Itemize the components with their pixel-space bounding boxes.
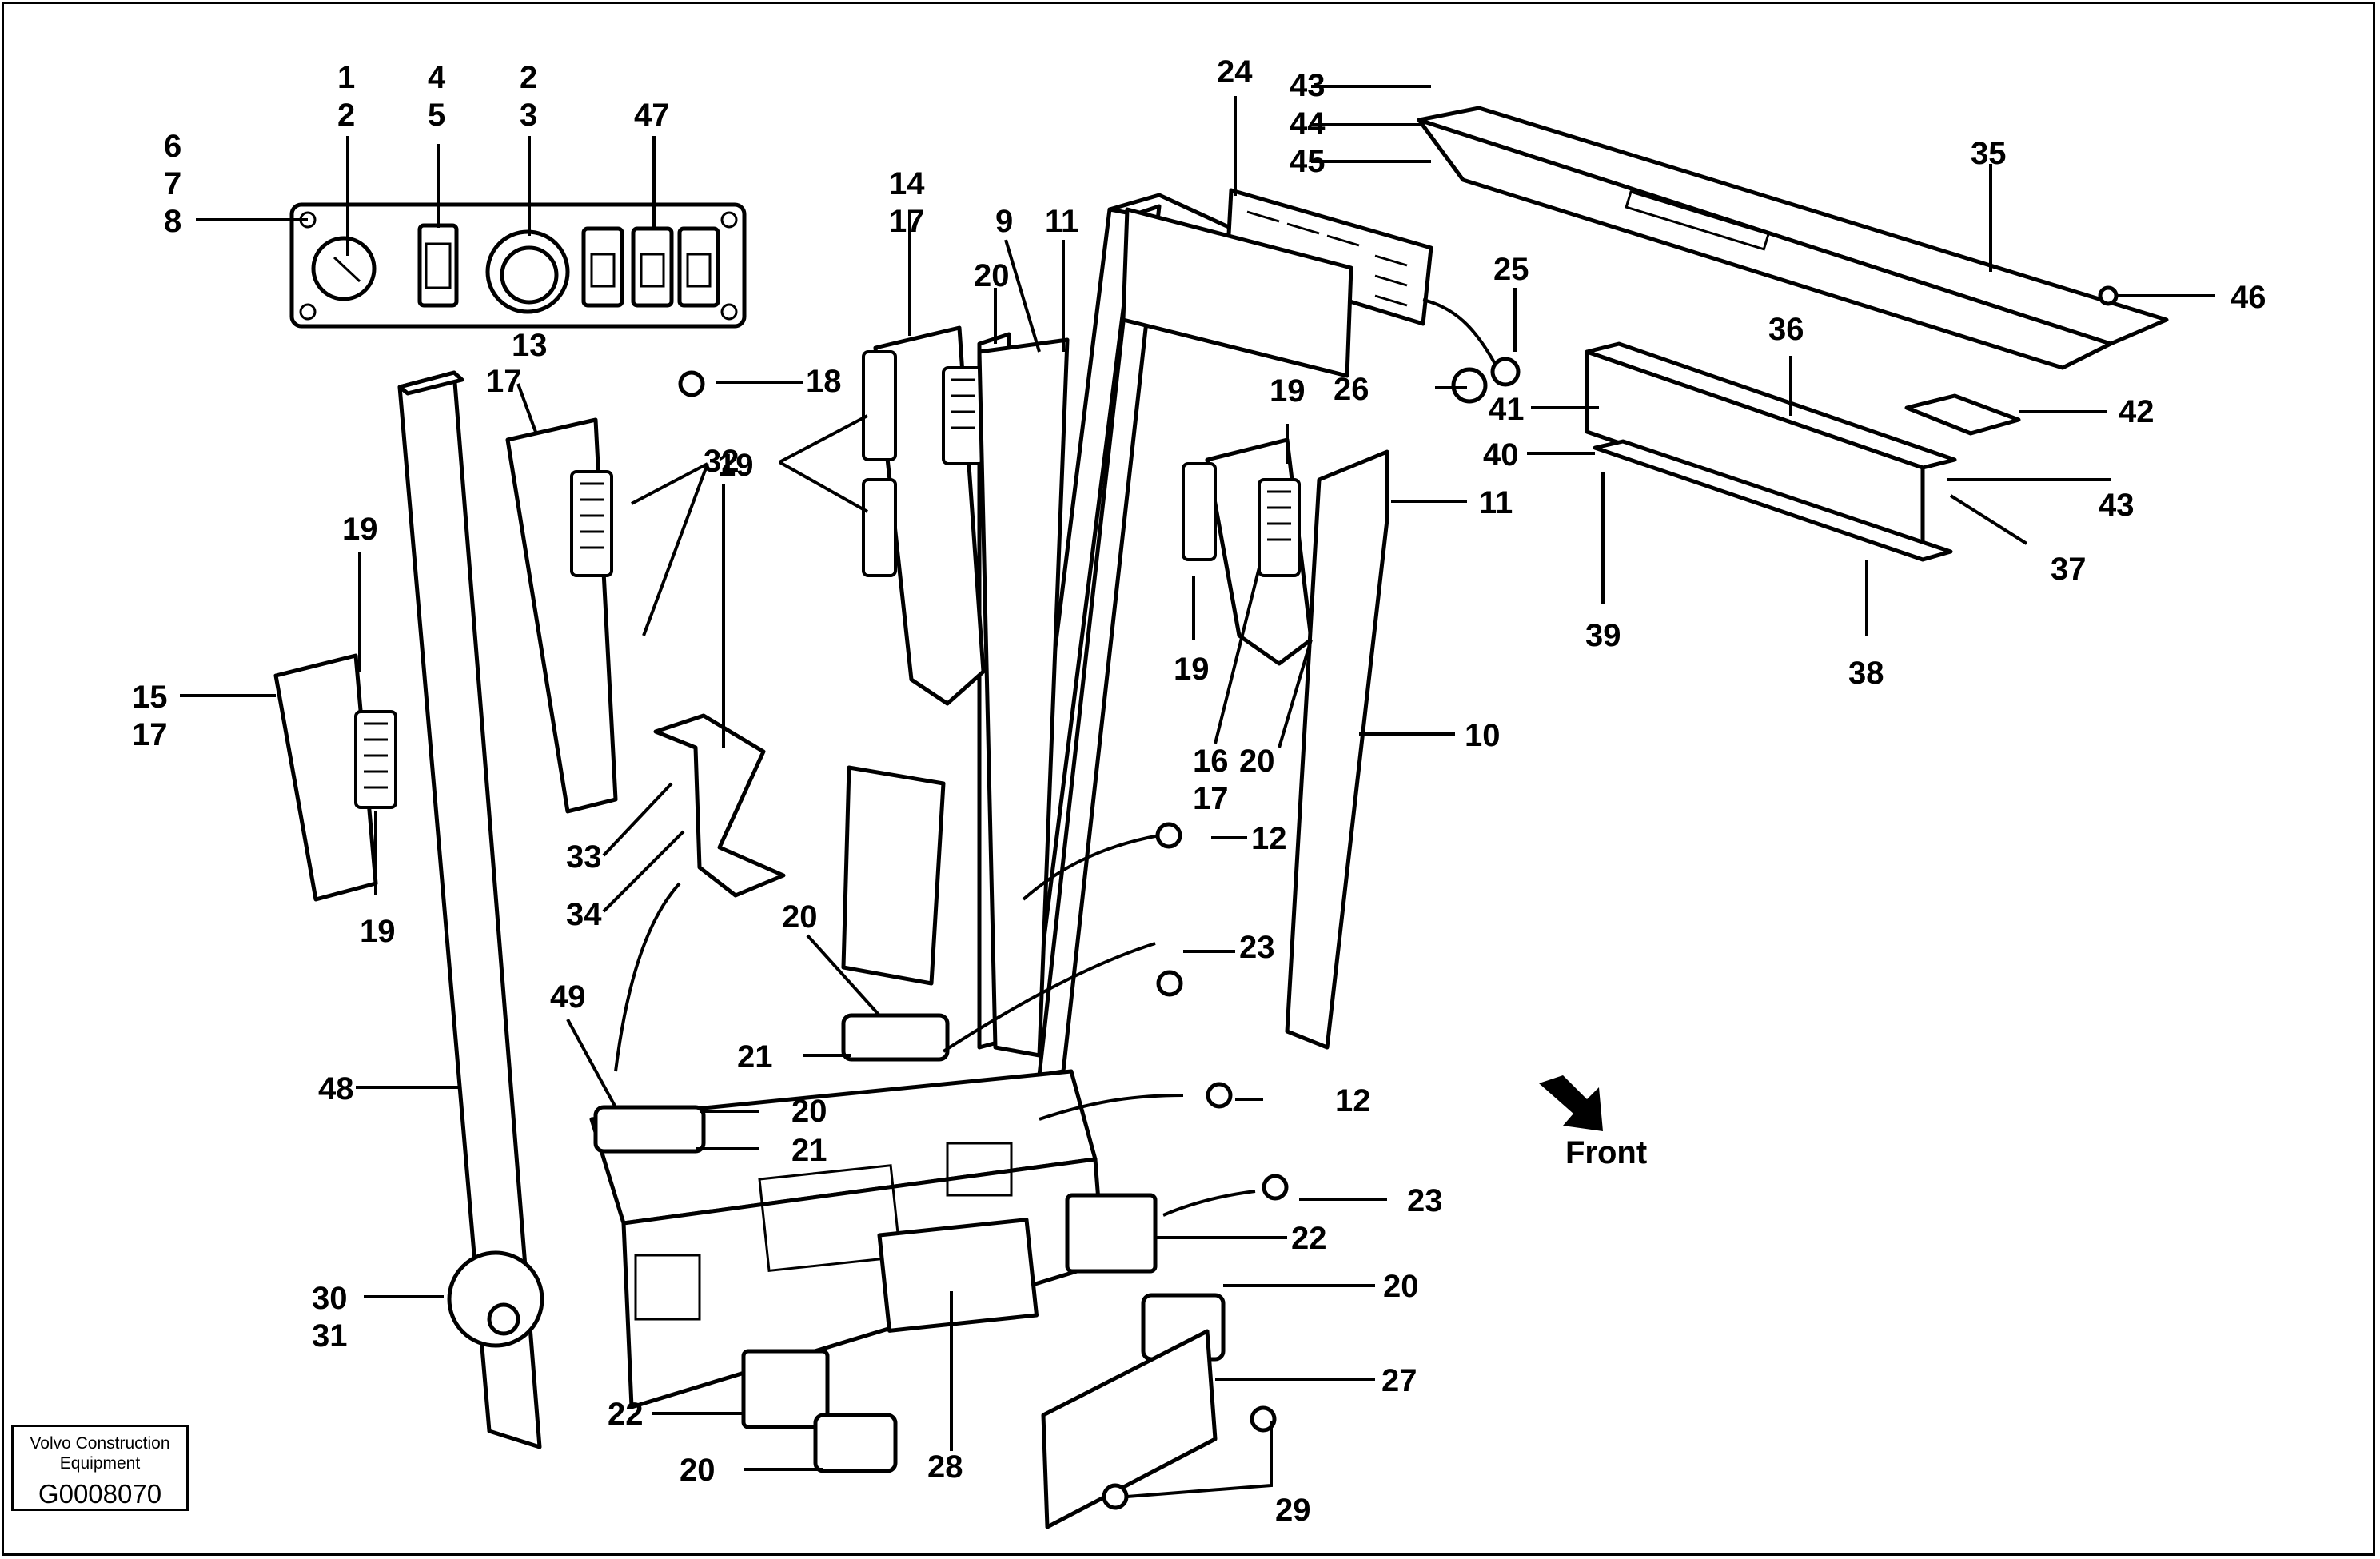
filter-assembly <box>1585 341 2021 562</box>
callout-36: 36 <box>1768 312 1804 347</box>
callout-17c: 17 <box>132 717 168 752</box>
callout-28: 28 <box>927 1449 963 1485</box>
callout-45: 45 <box>1290 144 1326 179</box>
side-trim <box>977 337 1389 1058</box>
callout-17a: 17 <box>889 204 925 239</box>
callout-5: 5 <box>428 98 445 133</box>
callout-6: 6 <box>164 129 181 164</box>
callout-17b: 17 <box>486 364 522 399</box>
callout-22a: 22 <box>1291 1221 1327 1256</box>
upper-vent-housing <box>862 325 986 706</box>
leader-lines <box>180 85 2215 1498</box>
callout-20c: 20 <box>782 899 818 935</box>
callout-11a: 11 <box>1045 204 1078 239</box>
callout-37: 37 <box>2051 552 2087 587</box>
callout-19b: 19 <box>1270 373 1306 409</box>
callout-20b: 20 <box>1239 744 1275 779</box>
callout-19e: 19 <box>1174 652 1210 687</box>
callout-19c: 19 <box>342 512 378 547</box>
callout-2: 2 <box>337 98 355 133</box>
callout-43b: 43 <box>2099 488 2135 523</box>
callout-22b: 22 <box>608 1397 644 1432</box>
callout-1: 1 <box>337 60 355 95</box>
callout-21a: 21 <box>737 1039 773 1075</box>
callout-labels: 1 2 4 5 2 3 47 6 7 8 13 24 43 44 45 35 4… <box>132 54 2266 1528</box>
callout-21b: 21 <box>791 1133 827 1168</box>
lower-panel <box>447 1069 1106 1409</box>
callout-18: 18 <box>806 364 842 399</box>
callout-43a: 43 <box>1290 68 1326 103</box>
callout-23b: 23 <box>1407 1183 1443 1218</box>
callout-12a: 12 <box>1251 821 1287 856</box>
left-vent-housing <box>273 653 397 902</box>
callout-44: 44 <box>1290 106 1326 142</box>
roof-channel <box>1417 106 2169 370</box>
callout-7: 7 <box>164 166 181 201</box>
callout-17d: 17 <box>1193 781 1229 816</box>
front-label: Front <box>1565 1135 1647 1170</box>
callout-27: 27 <box>1381 1363 1417 1398</box>
small-parts <box>593 285 2119 1529</box>
caption-company: Volvo Construction <box>30 1434 170 1453</box>
callout-31: 31 <box>312 1318 348 1354</box>
callout-3: 3 <box>520 98 537 133</box>
left-post <box>397 370 542 1449</box>
callout-20e: 20 <box>1383 1269 1419 1304</box>
top-vent-duct <box>1121 188 1433 378</box>
callout-38: 38 <box>1848 656 1884 691</box>
callout-47: 47 <box>634 98 670 133</box>
callout-4: 4 <box>428 60 446 95</box>
callout-42: 42 <box>2119 394 2155 429</box>
front-arrow <box>1539 1075 1603 1131</box>
callout-46: 46 <box>2231 280 2266 315</box>
callout-12b: 12 <box>1335 1083 1371 1118</box>
callout-9: 9 <box>995 204 1013 239</box>
caption-figure-code: G0008070 <box>38 1479 162 1509</box>
callout-15: 15 <box>132 680 168 715</box>
callout-19a: 19 <box>718 448 754 483</box>
callout-25: 25 <box>1493 252 1529 287</box>
bracket <box>653 713 786 898</box>
callout-32: 32 <box>704 444 740 479</box>
mid-vent-housing <box>505 417 618 814</box>
callout-14: 14 <box>889 166 925 201</box>
figure-caption-box: Volvo Construction Equipment G0008070 <box>11 1425 189 1511</box>
callout-33: 33 <box>566 839 602 875</box>
callout-24: 24 <box>1217 54 1253 90</box>
callout-10: 10 <box>1465 718 1501 753</box>
callout-20a: 20 <box>974 258 1010 293</box>
callout-30: 30 <box>312 1281 348 1316</box>
callout-16: 16 <box>1193 744 1229 779</box>
caption-company-2: Equipment <box>59 1454 141 1473</box>
callout-8: 8 <box>164 204 181 239</box>
callout-35: 35 <box>1971 136 2007 171</box>
callout-41: 41 <box>1489 392 1525 427</box>
callout-2b: 2 <box>520 60 537 95</box>
right-vent-housing <box>1182 437 1314 666</box>
callout-39: 39 <box>1585 618 1621 653</box>
callout-48: 48 <box>318 1071 354 1106</box>
callout-26: 26 <box>1334 372 1369 407</box>
callout-19d: 19 <box>360 914 396 949</box>
callout-49: 49 <box>550 979 586 1015</box>
switch-panel <box>289 202 747 329</box>
callout-23a: 23 <box>1239 930 1275 965</box>
callout-40: 40 <box>1483 437 1519 472</box>
callout-20d: 20 <box>791 1094 827 1129</box>
callout-11b: 11 <box>1479 485 1513 520</box>
callout-13: 13 <box>512 328 548 363</box>
callout-29: 29 <box>1275 1493 1311 1528</box>
callout-34: 34 <box>566 897 602 932</box>
callout-20f: 20 <box>680 1453 716 1488</box>
